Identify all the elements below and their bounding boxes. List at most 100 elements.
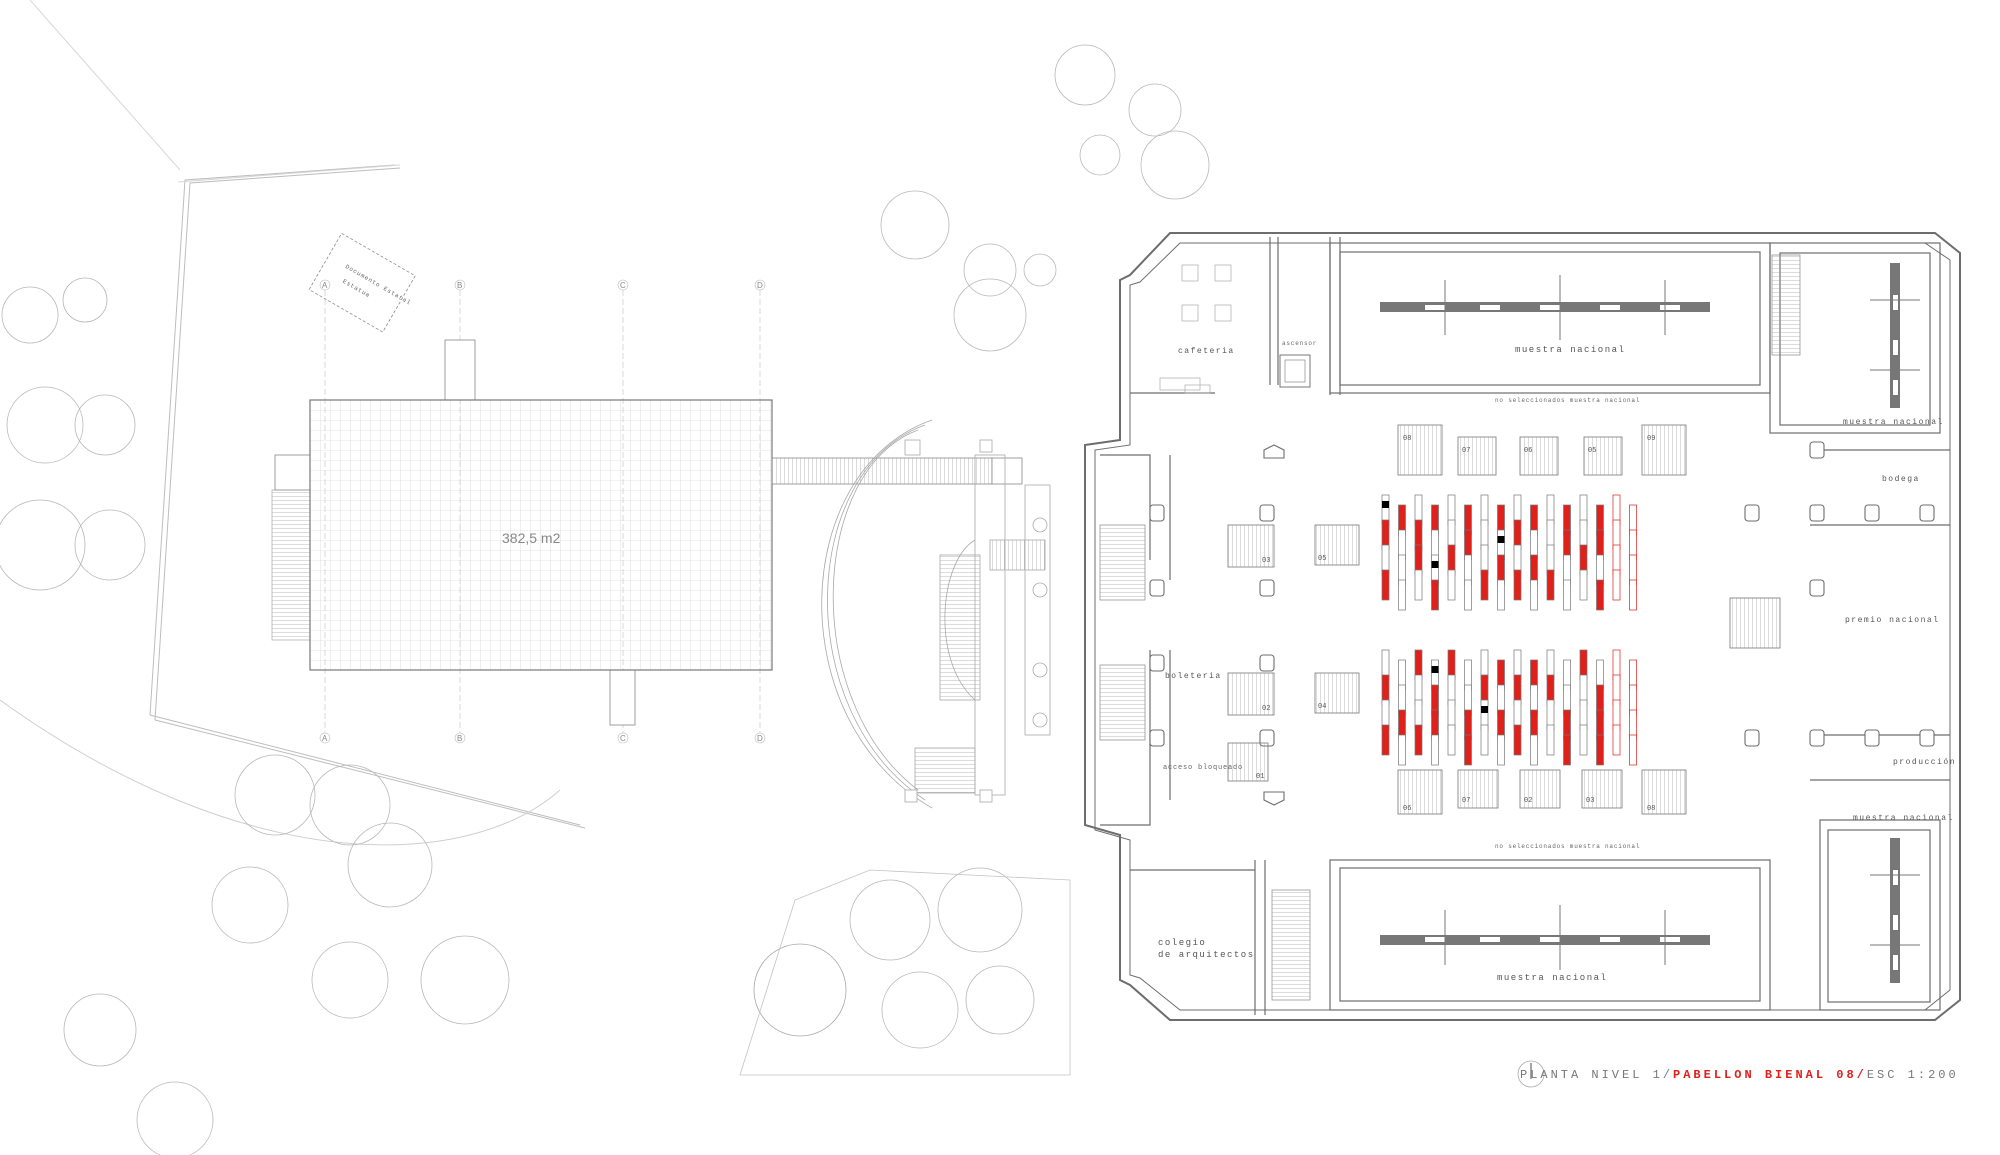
exhibit-panel (1398, 579, 1406, 611)
exhibit-marker (1497, 536, 1505, 543)
annex-pavilion: 382,5 m2 (271, 339, 1023, 726)
room-labels: cafeteria ascensor muestra nacional no s… (1158, 340, 1955, 983)
exhibit-panel (1447, 569, 1456, 601)
exhibit-panel (1414, 724, 1423, 756)
booth-bottom-num-5: 08 (1647, 805, 1655, 813)
annex-area-label: 382,5 m2 (502, 530, 561, 546)
room-label-cafeteria: cafeteria (1178, 347, 1235, 356)
entrance-stairs (821, 419, 1051, 809)
exhibit-panel (1513, 724, 1522, 756)
exhibit-panel (1596, 734, 1604, 766)
landscape-trees (0, 44, 1210, 1155)
exhibit-marker (1382, 501, 1389, 508)
booth-top-2 (1457, 436, 1497, 476)
booth-bottom-2 (1457, 769, 1499, 809)
booth-top-num-5: 09 (1647, 435, 1655, 443)
booth-top-4 (1583, 436, 1623, 476)
room-label-muestra-right-top: muestra nacional (1843, 418, 1944, 427)
grid-label-b-bottom: B (457, 734, 462, 743)
gallery-panel-gaps (1425, 295, 1898, 970)
exhibit-panel (1579, 724, 1588, 756)
room-label-colegio-1: colegio (1158, 938, 1206, 948)
exhibit-panel (1579, 569, 1588, 601)
exhibit-panel (1431, 734, 1439, 766)
site-boundary (0, 0, 586, 846)
exhibit-panel (1447, 724, 1456, 756)
booth-top-num-1: 08 (1403, 435, 1411, 443)
booth-left-num-1: 03 (1262, 557, 1270, 565)
booth-top-1 (1397, 424, 1443, 476)
caption-prefix: PLANTA NIVEL 1/ (1520, 1068, 1674, 1082)
booth-inner-2 (1314, 672, 1360, 714)
grid-label-d-bottom: D (757, 734, 763, 743)
exhibit-panel (1563, 734, 1571, 766)
booth-bottom-num-4: 03 (1586, 797, 1594, 805)
booth-bottom-num-1: 06 (1403, 805, 1411, 813)
exhibit-panel (1513, 569, 1522, 601)
room-label-muestra-top: muestra nacional (1515, 345, 1625, 355)
exhibit-panel (1497, 579, 1505, 611)
caption-suffix: ESC 1:200 (1866, 1068, 1959, 1082)
gallery-panel-dividers (1444, 275, 1920, 970)
exhibit-marker (1431, 561, 1439, 568)
room-label-no-sel-bottom: no seleccionados muestra nacional (1495, 843, 1640, 850)
booth-inner-num-2: 04 (1318, 703, 1326, 711)
central-exhibit-panels (1381, 494, 1637, 766)
booth-top-num-3: 06 (1524, 447, 1532, 455)
room-label-premio: premio nacional (1845, 616, 1940, 625)
booth-bottom-num-3: 02 (1524, 797, 1532, 805)
booth-top-num-4: 05 (1588, 447, 1596, 455)
grid-label-a-bottom: A (322, 734, 328, 743)
grid-label-b-top: B (457, 281, 462, 290)
room-label-muestra-right-bottom: muestra nacional (1853, 814, 1954, 823)
exhibit-panel (1530, 734, 1538, 766)
booth-premio (1729, 597, 1781, 649)
booth-inner-1 (1314, 524, 1360, 566)
exhibit-panel (1530, 579, 1538, 611)
booth-top-5 (1641, 424, 1687, 476)
room-label-acceso: acceso bloqueado (1163, 764, 1243, 772)
exhibit-panel (1629, 734, 1637, 766)
room-label-bodega: bodega (1882, 475, 1920, 484)
booth-left-3 (1227, 742, 1269, 782)
booth-inner-num-1: 05 (1318, 555, 1326, 563)
booth-left-num-3: 01 (1256, 773, 1264, 781)
booth-top-3 (1519, 436, 1559, 476)
booth-left-num-2: 02 (1262, 705, 1270, 713)
booth-bottom-1 (1397, 769, 1443, 815)
booth-left-2 (1227, 672, 1275, 716)
booth-bottom-num-2: 07 (1462, 797, 1470, 805)
booth-left-1 (1227, 524, 1275, 568)
room-label-ascensor: ascensor (1282, 340, 1317, 347)
booth-numbers: 08 07 06 05 09 06 07 02 03 08 03 02 01 0… (1256, 435, 1655, 813)
exhibit-panel (1480, 724, 1489, 756)
room-label-no-sel-top: no seleccionados muestra nacional (1495, 397, 1640, 404)
exhibit-panel (1398, 734, 1406, 766)
exhibit-panel (1596, 579, 1604, 611)
exhibit-marker (1431, 666, 1439, 673)
exhibit-panel (1546, 569, 1555, 601)
booth-bottom-4 (1581, 769, 1623, 809)
grid-label-d-top: D (757, 281, 763, 290)
room-label-boleteria: boleteria (1165, 672, 1222, 681)
exhibit-panel (1546, 724, 1555, 756)
exhibit-panel (1381, 724, 1390, 756)
grid-label-a-top: A (322, 281, 328, 290)
booth-bottom-3 (1519, 769, 1561, 809)
grid-label-c-top: C (620, 281, 626, 290)
main-building (1084, 232, 1961, 1021)
exhibit-panel (1431, 579, 1439, 611)
exhibit-panel (1381, 569, 1390, 601)
room-label-colegio-2: de arquitectos (1158, 950, 1255, 960)
exhibit-panel (1497, 734, 1505, 766)
exhibit-booths (1227, 424, 1781, 815)
booth-top-num-2: 07 (1462, 447, 1470, 455)
north-arrow-icon (1517, 1060, 1545, 1088)
monument-sign: Documento Estatal Estatua (308, 232, 416, 333)
booth-bottom-5 (1641, 769, 1687, 815)
exhibit-panel (1563, 579, 1571, 611)
caption-highlight: PABELLON BIENAL 08/ (1673, 1068, 1867, 1082)
exhibit-marker (1481, 706, 1488, 713)
exhibit-panel (1629, 579, 1637, 611)
